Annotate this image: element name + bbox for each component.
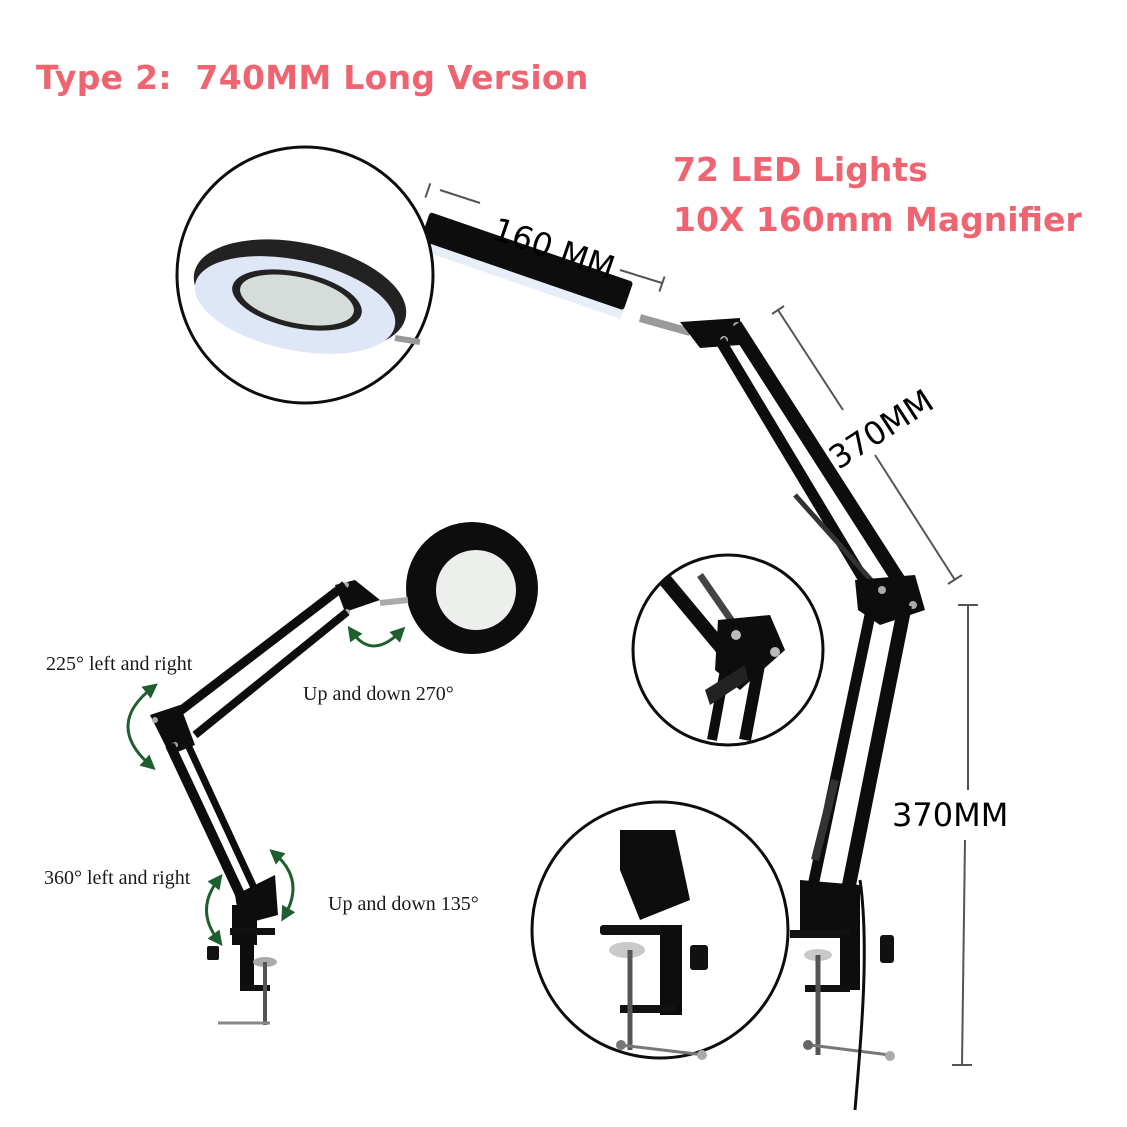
lamp-neck: [638, 314, 692, 336]
angled-lamp: [150, 522, 538, 1025]
upper-joint-rotation-label: 225° left and right: [46, 653, 193, 675]
base-swivel-label: 360° left and right: [44, 867, 191, 889]
desk-clamp-detail: [530, 800, 790, 1060]
lamp-head-bar: [417, 212, 633, 319]
long-lamp: [417, 212, 925, 1111]
page-title: Type 2: 740MM Long Version: [36, 58, 589, 97]
feature-led-count: 72 LED Lights: [673, 150, 928, 189]
base-tilt-label: Up and down 135°: [328, 893, 479, 915]
dimension-lines: [424, 183, 978, 1066]
elbow-joint-detail: [631, 553, 825, 747]
feature-magnifier: 10X 160mm Magnifier: [673, 200, 1082, 239]
rotation-arrow-icons: [126, 625, 406, 946]
lower-arm-length-label: 370MM: [892, 796, 1009, 834]
head-tilt-label: Up and down 270°: [303, 683, 454, 705]
magnifier-ring-detail: [175, 145, 435, 405]
